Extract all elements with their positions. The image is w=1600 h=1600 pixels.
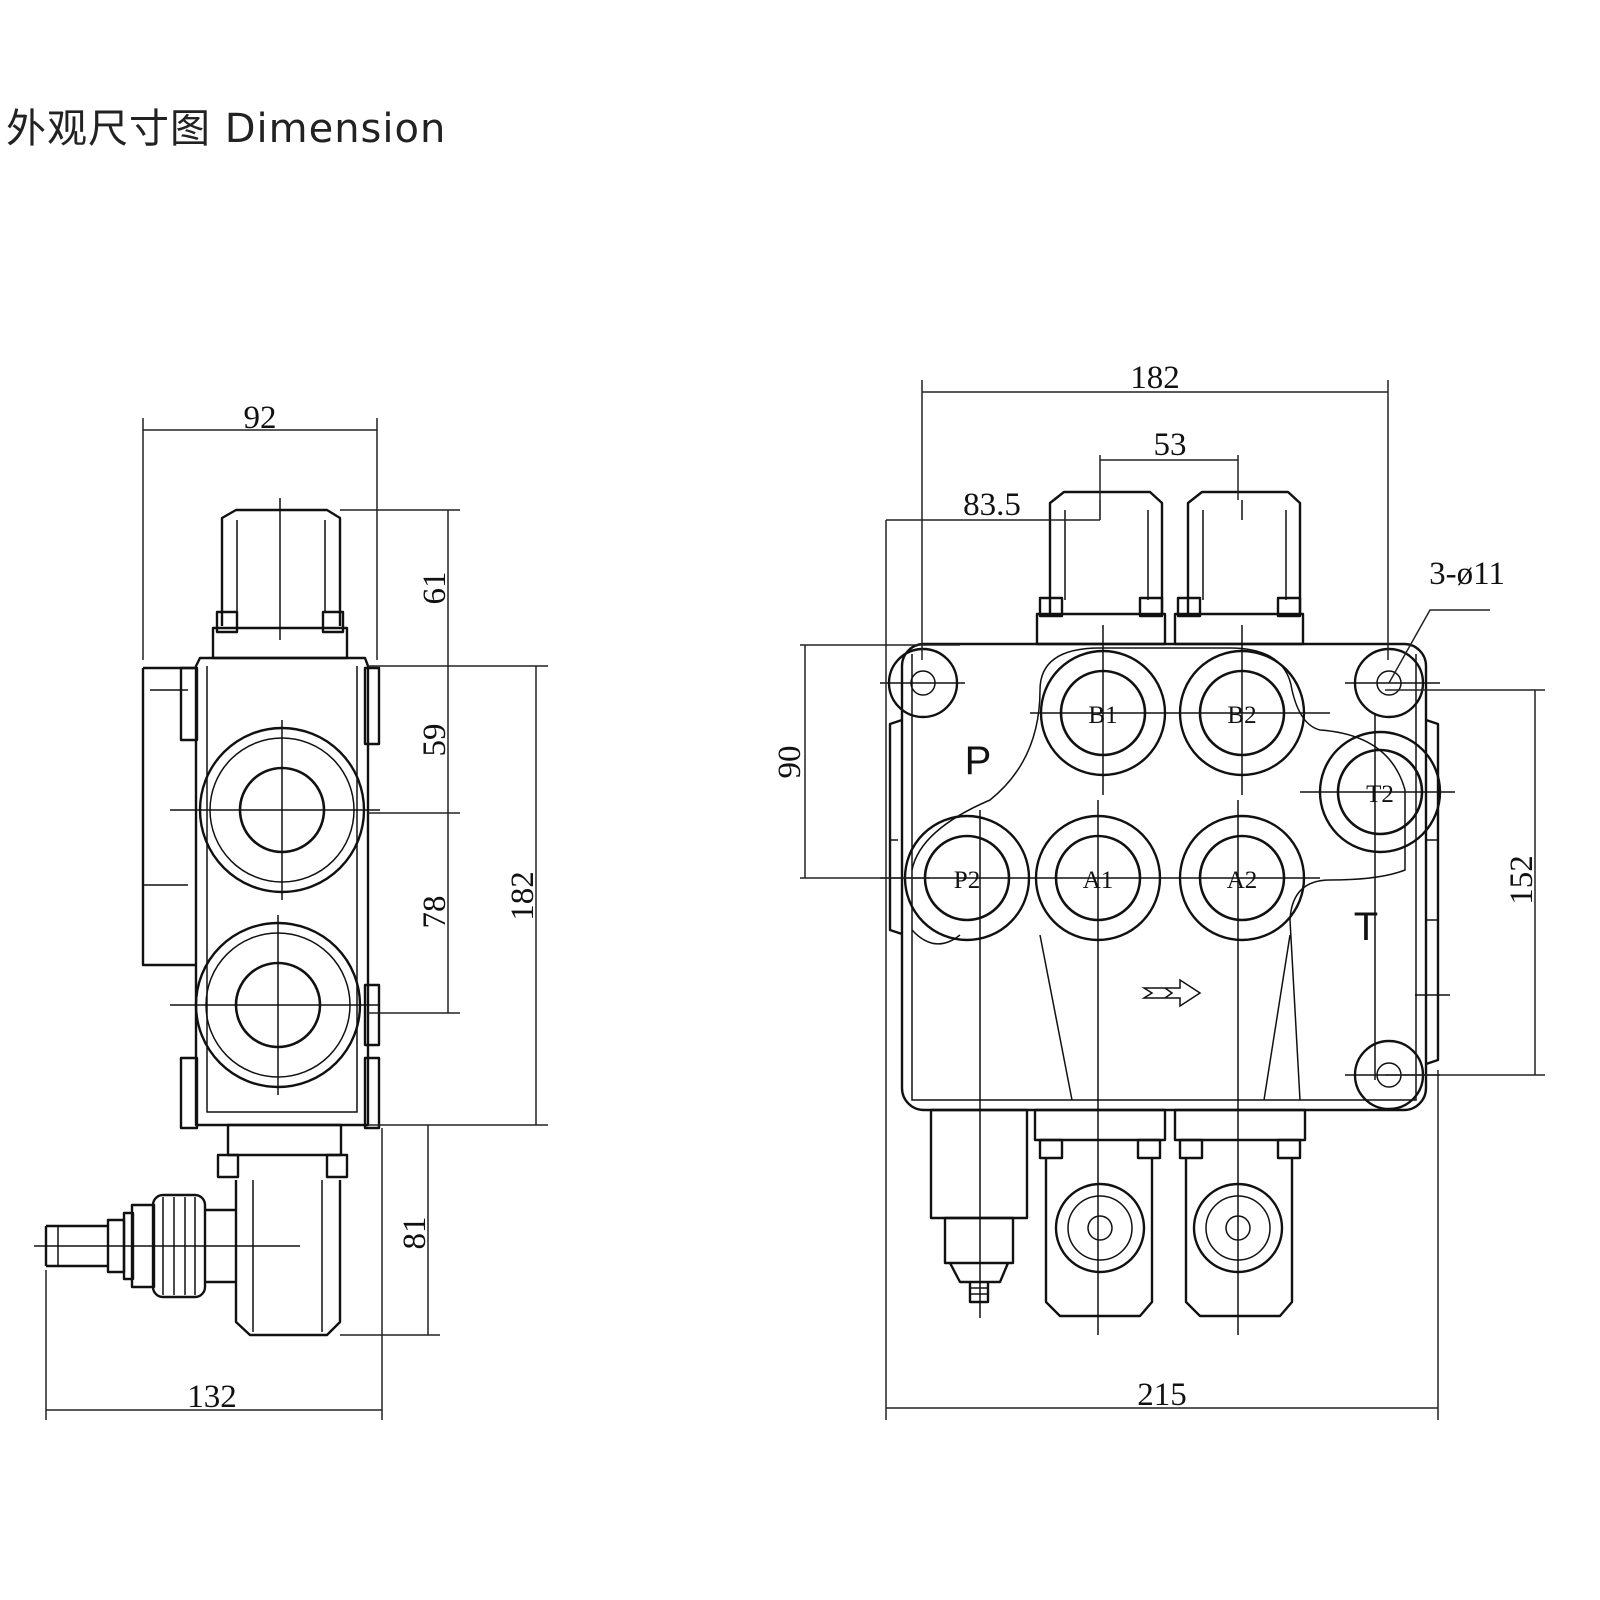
pressure-port-label: P: [965, 739, 992, 783]
dim-215: 215: [1137, 1377, 1187, 1413]
dim-78: 78: [417, 896, 453, 929]
dim-152: 152: [1504, 855, 1540, 905]
dim-132: 132: [187, 1379, 237, 1415]
dim-81: 81: [397, 1217, 433, 1250]
dim-53: 53: [1154, 427, 1187, 463]
port-a2-label: A2: [1227, 867, 1258, 894]
tank-port-label: T: [1354, 905, 1378, 949]
dim-61: 61: [417, 572, 453, 605]
port-t2-label: T2: [1366, 781, 1394, 808]
side-view: 92 61 59 78 182 81 132: [34, 400, 548, 1420]
dim-182-side: 182: [505, 871, 541, 921]
page-title: 外观尺寸图 Dimension: [6, 106, 447, 152]
port-p2-label: P2: [954, 867, 980, 894]
dim-90: 90: [772, 746, 808, 779]
flow-arrow-icon: [1141, 978, 1202, 1008]
front-view: B1 B2 T2 P2 A1 A2 P T: [772, 360, 1545, 1420]
dim-59: 59: [417, 724, 453, 757]
dim-hole-spec: 3-ø11: [1429, 556, 1505, 592]
dim-182-front: 182: [1130, 360, 1180, 396]
dim-83-5: 83.5: [963, 487, 1021, 523]
dim-92: 92: [244, 400, 277, 436]
